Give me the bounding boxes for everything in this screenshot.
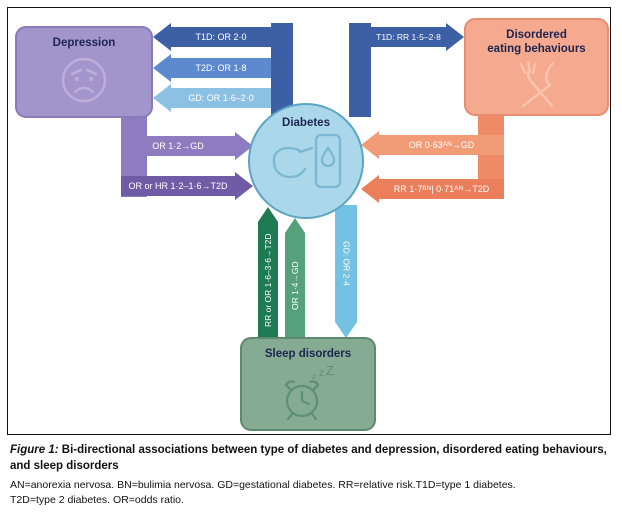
arrowhead-right-icon (235, 172, 253, 200)
label-part: OR 0·63 (408, 139, 443, 150)
sad-face-icon (61, 58, 107, 103)
arrowhead-down-icon (335, 322, 357, 338)
disordered-eating-label: Disordered eating behaviours (466, 20, 607, 57)
arrow-label: GD: OR 1·6–2·0 (171, 88, 271, 108)
fork-knife-icon (519, 60, 554, 107)
caption-note-line1: AN=anorexia nervosa. BN=bulimia nervosa.… (10, 479, 516, 492)
arrow-label: OR 1·4→GD (285, 233, 305, 339)
arrowhead-right-icon (446, 23, 464, 51)
arrowhead-left-icon (153, 23, 171, 51)
arrow-label: T1D: RR 1·5–2·8 (371, 27, 446, 47)
diabetes-node: Diabetes (248, 103, 364, 219)
arrow-label: T1D: OR 2·0 (171, 27, 271, 47)
arrow-t1d-to-eating: T1D: RR 1·5–2·8 (371, 23, 464, 51)
arrow-label: GD: OR 2·4 (335, 205, 357, 322)
arrowhead-left-icon (361, 131, 379, 159)
arrow-label: T2D: OR 1·8 (171, 58, 271, 78)
arrow-gd-to-depression: GD: OR 1·6–2·0 (153, 84, 271, 112)
diabetes-label: Diabetes (282, 117, 330, 129)
hand-glucose-meter-icon (272, 134, 342, 189)
arrow-depression-to-gd: OR 1·2→GD (121, 132, 253, 160)
caption-text: Bi-directional associations between type… (10, 444, 607, 472)
connector-t1d-right (349, 23, 371, 117)
caption-title: Figure 1: Bi-directional associations be… (10, 443, 612, 474)
arrow-gd-to-sleep: GD: OR 2·4 (335, 205, 357, 338)
diagram-panel: T1D: OR 2·0 T2D: OR 1·8 GD: OR 1·6–2·0 O… (7, 7, 611, 435)
arrow-t1d-to-depression: T1D: OR 2·0 (153, 23, 271, 51)
sleep-disorders-node: Sleep disorders z z Z (240, 337, 376, 431)
arrow-label: RR or OR 1·6–3·6→T2D (258, 222, 278, 339)
alarm-clock-icon: z z Z (284, 363, 334, 421)
arrowhead-left-icon (153, 84, 171, 112)
arrowhead-up-icon (258, 207, 278, 222)
depression-label: Depression (52, 37, 116, 49)
figure-number: Figure 1: (10, 444, 59, 456)
label-part: RR 1·7 (393, 183, 423, 194)
connector-t1d-left (271, 23, 293, 117)
arrow-sleep-to-gd: OR 1·4→GD (285, 218, 305, 339)
arrow-depression-to-t2d: OR or HR 1·2–1·6→T2D (121, 172, 253, 200)
sleep-disorders-label: Sleep disorders (264, 348, 352, 360)
arrow-label: OR 1·2→GD (121, 136, 235, 156)
label-line: eating behaviours (487, 43, 586, 56)
z-letter: z (319, 368, 324, 379)
z-letter: z (312, 372, 316, 381)
label-part: →GD (451, 139, 475, 150)
arrow-t2d-to-depression: T2D: OR 1·8 (153, 54, 271, 82)
arrow-label: OR or HR 1·2–1·6→T2D (121, 176, 235, 196)
arrowhead-left-icon (153, 54, 171, 82)
figure-caption: Figure 1: Bi-directional associations be… (10, 443, 612, 508)
depression-node: Depression (15, 26, 153, 118)
label-part: →T2D (463, 183, 490, 194)
arrowhead-up-icon (285, 218, 305, 233)
label-part: | 0·71 (431, 183, 455, 194)
arrow-sleep-to-t2d: RR or OR 1·6–3·6→T2D (258, 207, 278, 339)
z-letter: Z (326, 363, 334, 378)
label-line: Disordered (506, 29, 567, 41)
disordered-eating-node: Disordered eating behaviours (464, 18, 609, 116)
caption-note-line2: T2D=type 2 diabetes. OR=odds ratio. (10, 494, 184, 507)
arrowhead-left-icon (361, 175, 379, 203)
